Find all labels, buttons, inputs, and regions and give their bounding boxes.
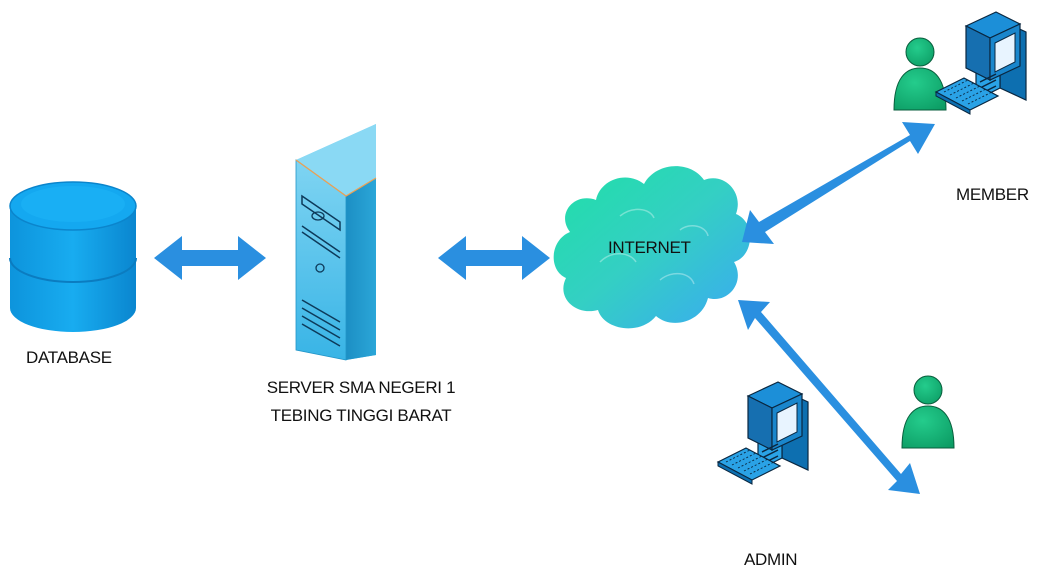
member-label: MEMBER xyxy=(956,185,1029,204)
database-label: DATABASE xyxy=(26,348,112,367)
admin-label: ADMIN xyxy=(744,550,798,569)
database-server-arrow xyxy=(154,236,266,280)
database-icon xyxy=(9,181,137,332)
server-label: SERVER SMA NEGERI 1 TEBING TINGGI BARAT xyxy=(252,374,470,430)
member-person-icon xyxy=(893,37,947,111)
admin-person-icon xyxy=(901,375,955,449)
cloud-icon xyxy=(553,166,751,329)
internet-label: INTERNET xyxy=(608,238,691,257)
server-icon xyxy=(295,124,377,361)
server-label-line2: TEBING TINGGI BARAT xyxy=(270,406,452,425)
internet-member-arrow xyxy=(742,122,935,244)
admin-computer-icon xyxy=(717,381,809,485)
server-label-line1: SERVER SMA NEGERI 1 xyxy=(266,378,456,397)
internet-admin-arrow xyxy=(738,300,920,494)
member-computer-icon xyxy=(935,11,1027,115)
server-internet-arrow xyxy=(438,236,550,280)
